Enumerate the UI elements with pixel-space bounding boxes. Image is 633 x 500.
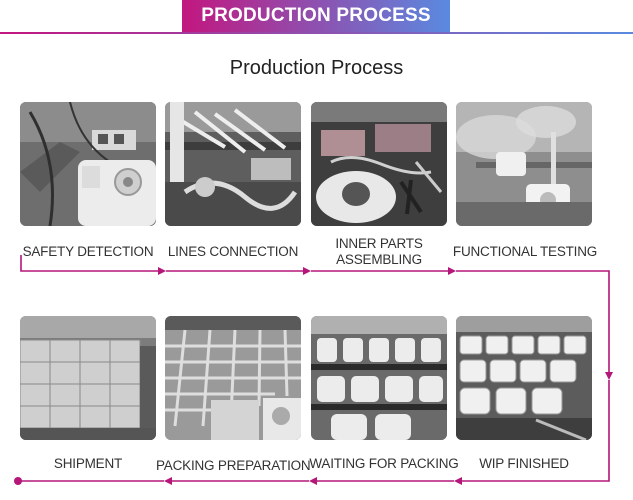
top-divider-line [0,32,633,34]
step-label-waiting-for-packing: WAITING FOR PACKING [309,456,459,471]
photo-safety-detection [20,102,156,226]
photo-lines-connection [165,102,301,226]
arrow-right-icon [448,267,456,275]
finished-units-photo [456,316,592,440]
arrow-right-icon [158,267,166,275]
step-label-line2: ASSEMBLING [336,252,422,267]
step-label-shipment: SHIPMENT [53,456,123,471]
units-on-racks-photo [311,316,447,440]
carton-dividers-photo [165,316,301,440]
photo-packing-preparation [165,316,301,440]
photo-shipment [20,316,156,440]
arrow-left-icon [309,477,317,485]
arrow-right-icon [303,267,311,275]
photo-waiting-for-packing [311,316,447,440]
step-label-inner-parts: INNER PARTS ASSEMBLING [311,236,447,268]
banner-title: PRODUCTION PROCESS [201,5,431,26]
stacked-cartons-photo [20,316,156,440]
wiring-bench-photo [165,102,301,226]
parts-assembly-photo [311,102,447,226]
step-label-functional-testing: FUNCTIONAL TESTING [452,244,598,259]
photo-inner-parts [311,102,447,226]
steam-testing-photo [456,102,592,226]
arrow-left-icon [164,477,172,485]
step-label-wip-finished: WIP FINISHED [479,456,569,471]
step-label-safety-detection: SAFETY DETECTION [22,244,154,259]
step-label-lines-connection: LINES CONNECTION [167,244,299,259]
photo-wip-finished [456,316,592,440]
step-label-packing-preparation: PACKING PREPARATION [156,458,311,473]
page-title: Production Process [229,57,404,79]
section-banner: PRODUCTION PROCESS [182,0,450,32]
flow-end-dot-icon [14,477,22,485]
step-label-line1: INNER PARTS [335,236,423,251]
machine-closeup-photo [20,102,156,226]
arrow-left-icon [454,477,462,485]
photo-functional-testing [456,102,592,226]
arrow-down-icon [605,372,613,380]
